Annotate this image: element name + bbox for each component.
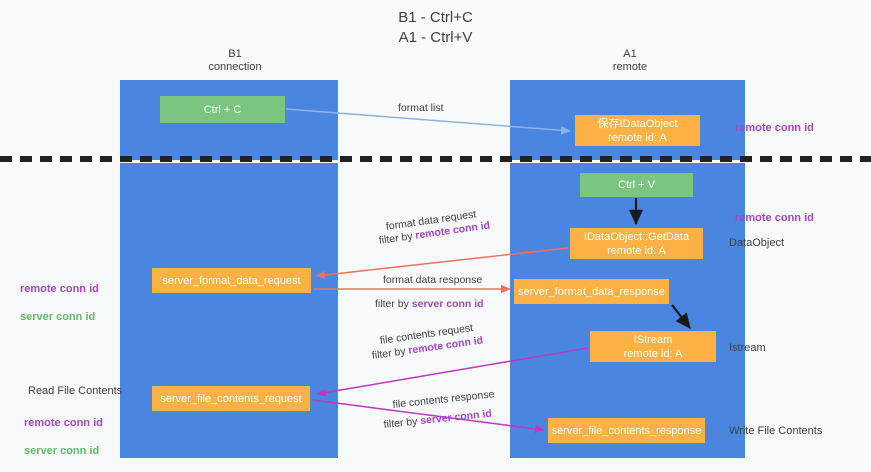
node-server-format-data-request[interactable]: server_format_data_request <box>152 268 311 293</box>
node-istream[interactable]: IStream remote id: A <box>590 331 716 362</box>
node-server-format-data-response[interactable]: server_format_data_response <box>514 279 669 304</box>
page-title: B1 - Ctrl+C A1 - Ctrl+V <box>398 9 473 46</box>
annotation-write-file-contents: Write File Contents <box>729 425 823 437</box>
lane-a1-bottom <box>510 163 745 458</box>
node-server-file-contents-response[interactable]: server_file_contents_response <box>548 418 705 443</box>
node-idataobject-getdata[interactable]: IDataObject::GetData remote id: A <box>570 228 703 259</box>
filter-key-server-conn-id: server conn id <box>411 298 484 310</box>
annotation-remote-conn-id: remote conn id <box>24 417 103 429</box>
node-server-file-contents-request[interactable]: server_file_contents_request <box>152 386 310 411</box>
annotation-remote-conn-id: remote conn id <box>20 283 99 295</box>
annotation-server-conn-id: server conn id <box>24 445 100 457</box>
annotation-read-file-contents: Read File Contents <box>28 385 123 397</box>
phase-divider <box>0 156 871 162</box>
column-header-b1: B1 connection <box>208 48 262 73</box>
node-ctrl-c[interactable]: Ctrl + C <box>160 96 285 123</box>
filter-prefix: filter by <box>383 415 421 431</box>
annotation-remote-conn-id-top: remote conn id <box>735 122 814 134</box>
edge-label-format-list: format list <box>398 102 444 114</box>
annotation-istream: Istream <box>729 342 766 354</box>
annotation-left-conn-ids: remote conn id server conn id <box>20 268 99 338</box>
node-ctrl-v[interactable]: Ctrl + V <box>580 173 693 197</box>
annotation-left-conn-ids-2: remote conn id server conn id <box>24 402 103 472</box>
edge-label-format-data-response: format data response <box>383 274 483 286</box>
annotation-remote-conn-id-mid: remote conn id <box>735 212 814 224</box>
column-header-a1: A1 remote <box>612 48 648 73</box>
filter-prefix: filter by <box>375 298 412 310</box>
annotation-server-conn-id: server conn id <box>20 311 96 323</box>
annotation-dataobject: DataObject <box>729 237 785 249</box>
edge-label-format-data-response-filter: filter by server conn id <box>375 297 484 311</box>
node-save-idataobject[interactable]: 保存IDataObject remote id: A <box>575 115 700 146</box>
